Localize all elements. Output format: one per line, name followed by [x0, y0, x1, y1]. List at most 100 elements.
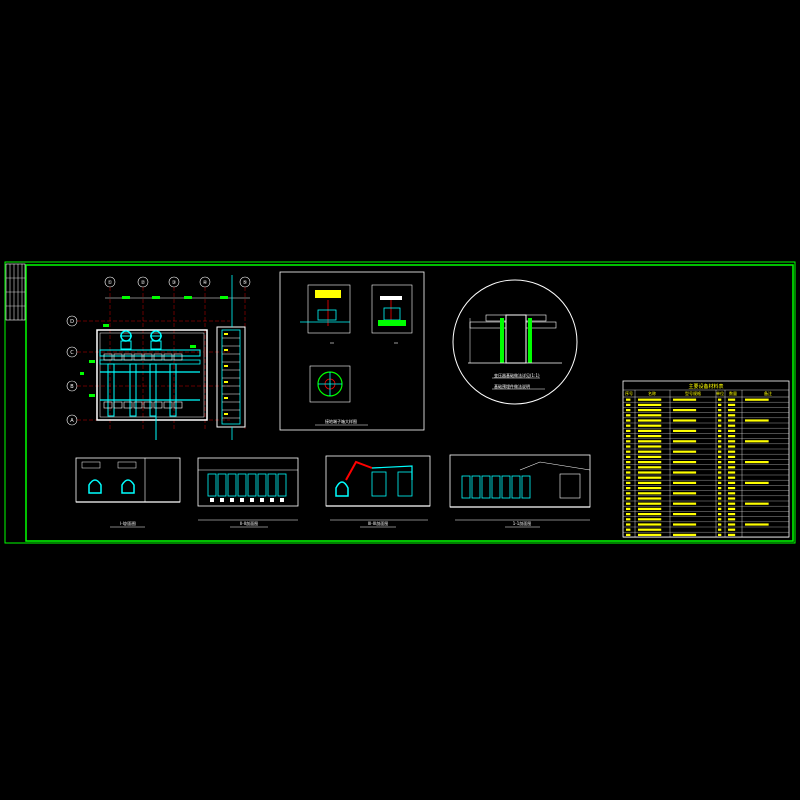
table-cell-text [626, 455, 631, 458]
table-cell-text [638, 523, 662, 526]
table-cell-text [638, 429, 662, 432]
table-header-remark: 备注 [764, 390, 772, 396]
table-cell-text [638, 455, 662, 458]
section-2-caption: II-II剖面图 [240, 520, 258, 526]
table-cell-text [638, 507, 662, 510]
table-cell-text [728, 424, 736, 427]
table-cell-text [728, 440, 736, 443]
svg-text:②: ② [141, 280, 146, 286]
table-cell-text [673, 471, 697, 474]
column-axis-5: ⑤ [239, 276, 251, 430]
table-cell-text [728, 398, 736, 401]
table-cell-text [626, 429, 631, 432]
table-cell-text [718, 466, 722, 469]
circle-detail: 变压器基础做法详见(1:1) 基础预埋件做法说明 [452, 279, 578, 405]
table-cell-text [728, 409, 736, 412]
table-cell-text [745, 461, 769, 464]
table-cell-text [626, 398, 631, 401]
table-cell-text [728, 471, 736, 474]
table-cell-text [626, 528, 631, 531]
table-cell-text [718, 523, 722, 526]
table-cell-text [718, 435, 722, 438]
table-cell-text [718, 533, 722, 536]
table-cell-text [638, 471, 662, 474]
table-cell-text [638, 476, 662, 479]
transformer-1 [120, 330, 132, 350]
table-title: 主要设备材料表 [688, 383, 723, 390]
section-view-4: 1-1剖面图 [449, 454, 591, 528]
table-cell-text [626, 445, 631, 448]
table-cell-text [638, 481, 662, 484]
table-cell-text [728, 507, 736, 510]
table-cell-text [673, 419, 697, 422]
table-cell-text [626, 518, 631, 521]
circle-detail-note-1: 变压器基础做法详见(1:1) [494, 372, 540, 378]
row-axis-b: B [66, 380, 230, 392]
table-cell-text [638, 440, 662, 443]
table-cell-text [718, 419, 722, 422]
table-cell-text [673, 533, 697, 536]
table-cell-text [638, 450, 662, 453]
table-cell-text [638, 487, 662, 490]
detail-view-2 [371, 284, 413, 344]
table-cell-text [626, 461, 631, 464]
svg-text:④: ④ [203, 280, 208, 286]
table-cell-text [718, 497, 722, 500]
svg-text:C: C [70, 350, 74, 356]
svg-text:⑤: ⑤ [243, 280, 247, 286]
plan-view: ① ② ③ ④ ⑤ D [66, 275, 251, 440]
section-1-caption: I-I剖面图 [120, 520, 136, 526]
table-cell-text [728, 419, 736, 422]
table-cell-text [718, 461, 722, 464]
table-cell-text [626, 424, 631, 427]
column-axis-2: ② [137, 276, 149, 430]
table-grid [623, 389, 789, 537]
table-cell-text [745, 398, 769, 401]
table-cell-text [718, 429, 722, 432]
table-headers: 序号 名称 型号规格 单位 数量 备注 [625, 390, 772, 396]
table-cell-text [745, 523, 769, 526]
table-cell-text [673, 481, 697, 484]
table-cell-text [638, 414, 662, 417]
table-cell-text [728, 533, 736, 536]
row-axis-d: D [66, 315, 230, 327]
detail-panel-caption: 接地端子箱大样图 [325, 418, 357, 424]
table-cell-text [728, 492, 736, 495]
table-cell-text [626, 419, 631, 422]
table-cell-text [626, 403, 631, 406]
table-cell-text [728, 429, 736, 432]
table-cell-text [626, 476, 631, 479]
equipment-table: 主要设备材料表 序号 名称 型号规格 单位 数量 备注 [622, 380, 790, 538]
table-cell-text [626, 414, 631, 417]
switchgear-row [103, 353, 183, 409]
table-cell-text [638, 461, 662, 464]
detail-panel: 接地端子箱大样图 [279, 271, 425, 431]
table-cell-text [728, 487, 736, 490]
table-cell-text [718, 528, 722, 531]
table-cell-text [718, 403, 722, 406]
table-cell-text [673, 523, 697, 526]
table-cell-text [728, 461, 736, 464]
table-cell-text [673, 440, 697, 443]
table-cell-text [718, 507, 722, 510]
table-cell-text [638, 533, 662, 536]
table-cell-text [728, 502, 736, 505]
table-cell-text [728, 523, 736, 526]
table-cell-text [718, 476, 722, 479]
row-axis-c: C [66, 346, 230, 358]
table-cell-text [638, 518, 662, 521]
column-axis-4: ④ [199, 276, 211, 430]
table-cell-text [728, 403, 736, 406]
table-cell-text [638, 398, 662, 401]
table-cell-text [638, 419, 662, 422]
table-cell-text [626, 492, 631, 495]
drawing-frame [4, 261, 796, 544]
section-view-3: III-III剖面图 [325, 455, 431, 528]
table-cell-text [728, 435, 736, 438]
table-cell-text [718, 409, 722, 412]
table-cell-text [673, 429, 697, 432]
table-cell-text [718, 455, 722, 458]
table-cell-text [626, 450, 631, 453]
table-cell-text [626, 533, 631, 536]
table-cell-text [638, 409, 662, 412]
